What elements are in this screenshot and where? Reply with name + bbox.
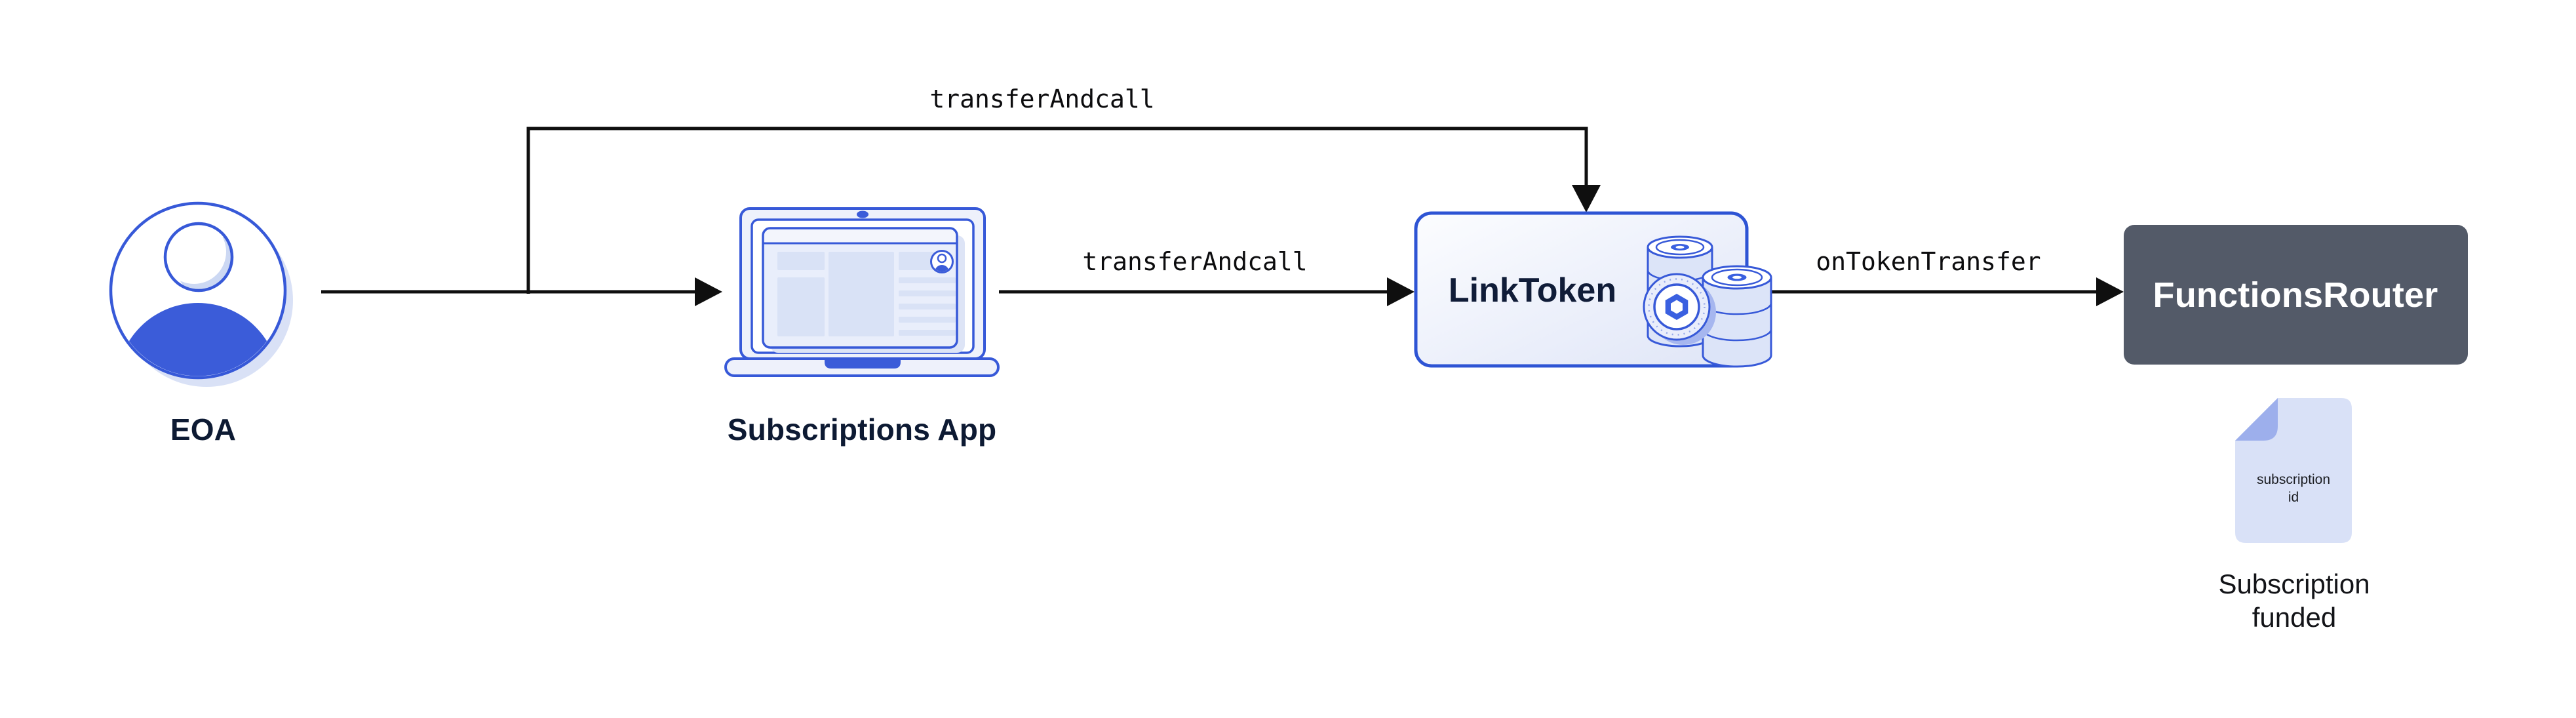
- arrow-eoa-to-linktoken: [526, 127, 1588, 294]
- browser-user-avatar-icon: [930, 250, 954, 273]
- document-text-line2: id: [2288, 490, 2299, 505]
- functionsrouter-label: FunctionsRouter: [2153, 275, 2438, 315]
- coin-stack-front: [1702, 265, 1772, 368]
- caption-line1: Subscription: [2218, 568, 2370, 599]
- document-text-line1: subscription: [2256, 472, 2331, 487]
- eoa-label: EOA: [170, 412, 237, 447]
- subscription-document-icon: [2235, 398, 2352, 543]
- functionsrouter-box: [2124, 225, 2468, 365]
- avatar-body: [117, 303, 279, 376]
- document-text: subscription id: [2257, 471, 2330, 506]
- avatar-head-outline: [163, 222, 234, 292]
- caption-line2: funded: [2252, 602, 2337, 633]
- linktoken-label: LinkToken: [1448, 271, 1617, 309]
- laptop-browser-icon: [724, 207, 1000, 377]
- browser-content-blocks: [777, 252, 956, 336]
- chainlink-coin-face: [1643, 273, 1716, 345]
- edge-label-app-to-linktoken: transferAndcall: [1082, 247, 1308, 276]
- browser-top-bar: [763, 228, 957, 243]
- arrowhead-into-app: [695, 277, 722, 306]
- arrowhead-into-router: [2096, 277, 2124, 306]
- subscription-funded-caption: Subscription funded: [2218, 567, 2370, 634]
- arrowhead-into-linktoken-left: [1387, 277, 1415, 306]
- avatar-head-highlight: [165, 224, 226, 284]
- edge-label-eoa-to-linktoken: transferAndcall: [929, 85, 1155, 113]
- edge-label-linktoken-to-router: onTokenTransfer: [1816, 247, 2041, 276]
- laptop-webcam-dot: [857, 210, 868, 218]
- browser-window-border: [762, 227, 958, 349]
- laptop-base-notch: [825, 360, 901, 369]
- link-coin-stack-icon: [1643, 235, 1772, 368]
- subscriptions-app-label: Subscriptions App: [727, 412, 997, 447]
- document-fold-corner: [2235, 398, 2278, 441]
- person-avatar-icon: [109, 201, 293, 387]
- arrowhead-into-linktoken-top: [1572, 185, 1601, 212]
